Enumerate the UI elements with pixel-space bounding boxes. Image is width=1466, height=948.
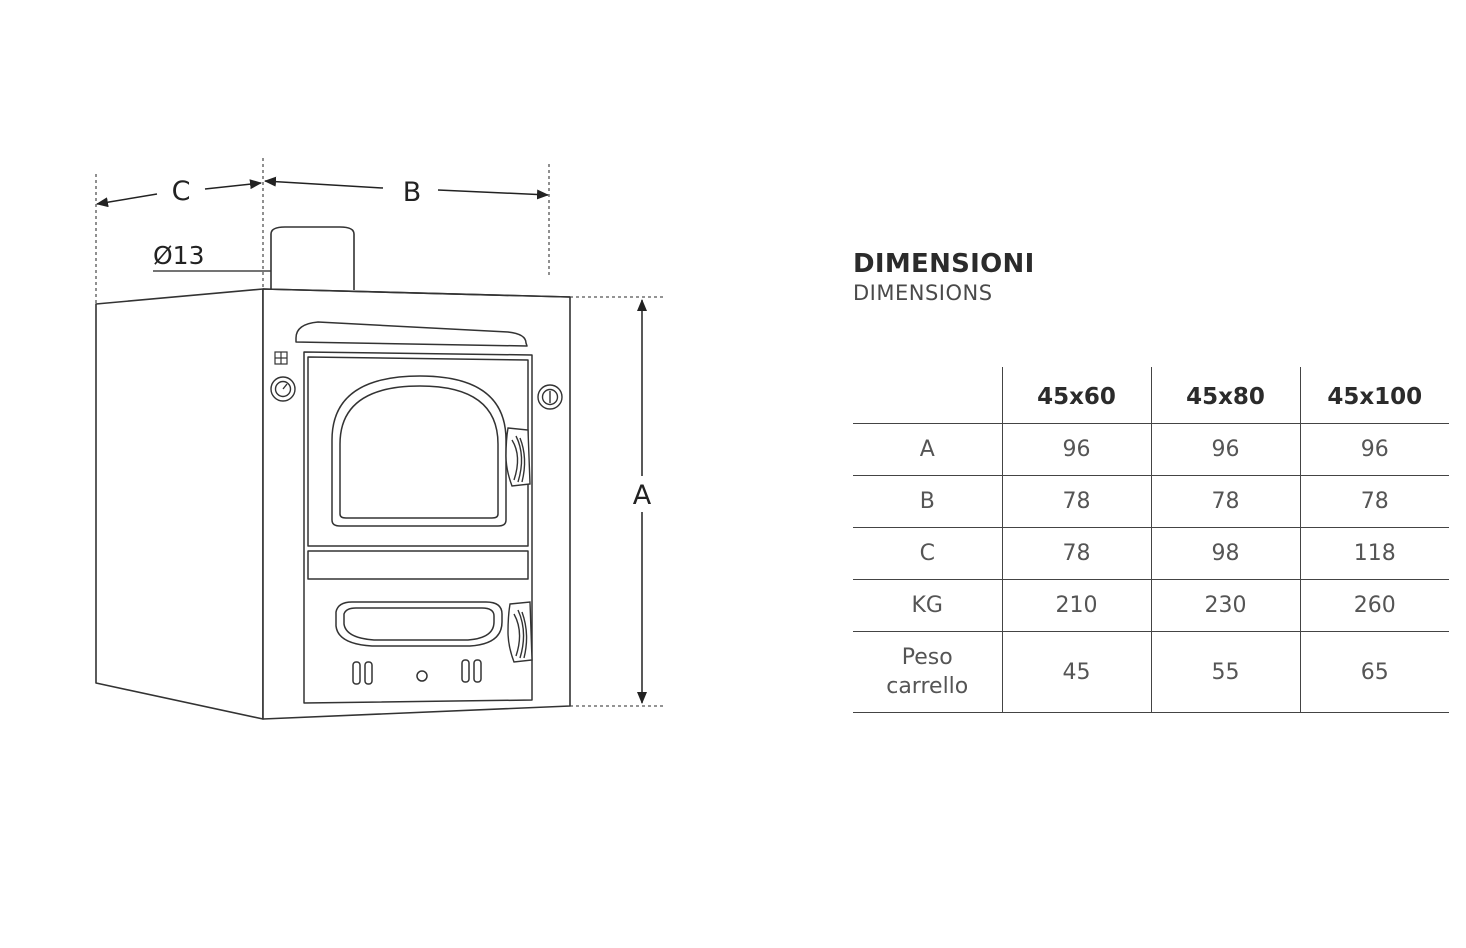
upper-door-latch	[505, 427, 531, 487]
table-row: C 78 98 118	[853, 527, 1449, 580]
dimensions-table: 45x60 45x80 45x100 A 96 96 96 B 78 78 78…	[853, 367, 1449, 713]
pressure-gauge	[537, 384, 563, 410]
row-label: B	[853, 475, 1002, 528]
dimension-label-b: B	[403, 177, 422, 208]
oven-dimension-drawing: C B A Ø13	[95, 158, 664, 720]
lower-drawer-handle	[335, 601, 503, 647]
dimension-b: B	[264, 176, 549, 208]
vent-slot	[364, 661, 373, 685]
table-header-cell: 45x60	[1001, 367, 1151, 424]
lower-door-latch	[507, 601, 533, 663]
table-cell: 65	[1299, 631, 1449, 713]
vent-slot	[352, 661, 361, 685]
row-label: A	[853, 423, 1002, 476]
dimension-a: A	[633, 299, 652, 704]
chimney-diameter-label: Ø13	[153, 241, 205, 270]
table-cell: 78	[1299, 475, 1449, 528]
door-frame	[303, 351, 533, 704]
oven-front-details	[295, 321, 533, 704]
table-row: B 78 78 78	[853, 475, 1449, 528]
table-header-cell: 45x100	[1299, 367, 1449, 424]
table-cell: 55	[1150, 631, 1300, 713]
table-cell: 96	[1299, 423, 1449, 476]
middle-panel	[307, 550, 529, 580]
table-cell: 78	[1001, 527, 1151, 580]
table-row: A 96 96 96	[853, 423, 1449, 476]
upper-door-outer	[307, 356, 529, 547]
title-dimensions: DIMENSIONS	[853, 281, 993, 305]
dimension-c: C	[96, 176, 262, 208]
table-cell: 78	[1150, 475, 1300, 528]
dimension-label-a: A	[633, 480, 652, 511]
table-row: Peso carrello 45 55 65	[853, 631, 1449, 713]
table-header-cell	[853, 367, 1002, 424]
table-cell: 260	[1299, 579, 1449, 632]
table-cell: 230	[1150, 579, 1300, 632]
vent-slot	[461, 659, 470, 683]
oven-window-outer	[331, 375, 507, 527]
oven-window-inner	[339, 385, 499, 519]
table-cell: 210	[1001, 579, 1151, 632]
table-cell: 78	[1001, 475, 1151, 528]
table-cell: 118	[1299, 527, 1449, 580]
dimensions-title-block: DIMENSIONI DIMENSIONS	[853, 248, 1035, 306]
vent-knob	[416, 670, 428, 682]
table-cell: 45	[1001, 631, 1151, 713]
extension-lines	[95, 158, 664, 707]
table-header-row: 45x60 45x80 45x100	[853, 367, 1449, 424]
table-cell: 96	[1150, 423, 1300, 476]
dimension-label-c: C	[172, 176, 191, 207]
row-label: C	[853, 527, 1002, 580]
table-header-cell: 45x80	[1150, 367, 1300, 424]
vent-slot	[473, 659, 482, 683]
row-label-text: Peso carrello	[886, 645, 969, 699]
table-cell: 96	[1001, 423, 1151, 476]
oven-body	[95, 226, 571, 720]
table-row: KG 210 230 260	[853, 579, 1449, 632]
thermometer-gauge	[270, 376, 296, 402]
control-grid-icon	[274, 351, 288, 365]
row-label: Peso carrello	[853, 631, 1002, 713]
title-dimensioni: DIMENSIONI	[853, 249, 1035, 279]
top-vent	[295, 321, 528, 347]
row-label: KG	[853, 579, 1002, 632]
table-cell: 98	[1150, 527, 1300, 580]
